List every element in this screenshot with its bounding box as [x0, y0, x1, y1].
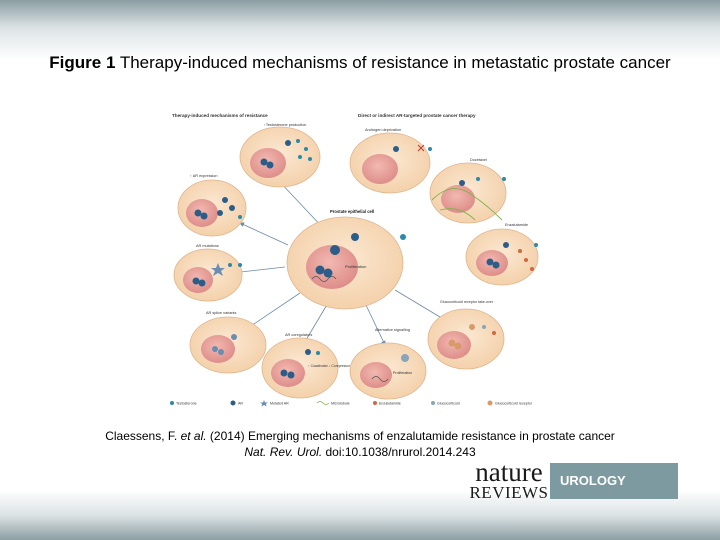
connector-lines: [231, 179, 446, 351]
cell-alternative: Alternative signalling Proliferation: [349, 328, 427, 400]
legend-gr: Glucocorticoid receptor: [495, 402, 533, 406]
caption-line-1: Claessens, F. et al. (2014) Emerging mec…: [60, 428, 660, 444]
cell-testosterone: ↑Testosterone production: [239, 123, 321, 188]
caption-doi: doi:10.1038/nrurol.2014.243: [325, 445, 476, 459]
center-sub: Proliferation: [345, 264, 366, 269]
label-alternative: Alternative signalling: [375, 328, 410, 332]
legend-glucocorticoid: Glucocorticoid: [437, 402, 460, 406]
legend-testosterone: Testosterone: [176, 402, 197, 406]
caption-line-2: Nat. Rev. Urol. doi:10.1038/nrurol.2014.…: [60, 444, 660, 460]
center-cell: Prostate epithelial cell Proliferation: [286, 209, 406, 310]
label-splice: AR splice variants: [206, 311, 236, 315]
cell-coregulators: AR coregulators ↑ Coactivator ↓ Corepres…: [261, 333, 351, 399]
legend-ar: AR: [238, 402, 243, 406]
cell-gr-takeover: Glucocorticoid receptor take-over: [427, 300, 505, 370]
figure-title: Figure 1 Therapy-induced mechanisms of r…: [40, 52, 680, 74]
legend-mutated-ar: Mutated AR: [270, 402, 289, 406]
mutated-ar-icon: [211, 263, 225, 276]
label-coactivator: ↑ Coactivator ↓ Corepressor: [308, 364, 351, 368]
logo-urology-text: UROLOGY: [560, 473, 626, 488]
caption-etal: et al.: [180, 429, 207, 443]
label-ar-mutations: AR mutations: [196, 244, 219, 248]
label-gr: Glucocorticoid receptor take-over: [440, 300, 494, 304]
figure-title-text: Therapy-induced mechanisms of resistance…: [119, 53, 671, 72]
legend-microtubule: Microtubule: [331, 402, 350, 406]
caption-authors: Claessens, F.: [105, 429, 178, 443]
nature-reviews-logo: nature REVIEWS: [464, 457, 554, 502]
figure-label: Figure 1: [49, 53, 116, 72]
ar-icon: [330, 245, 340, 255]
figure-caption: Claessens, F. et al. (2014) Emerging mec…: [60, 428, 660, 460]
cell-androgen-deprivation: Androgen deprivation: [349, 128, 432, 194]
dna-icon: [311, 276, 337, 282]
legend-enzalutamide: Enzalutamide: [379, 402, 401, 406]
caption-title: (2014) Emerging mechanisms of enzalutami…: [209, 429, 615, 443]
label-docetaxel: Docetaxel: [470, 158, 487, 162]
caption-journal: Nat. Rev. Urol.: [244, 445, 323, 459]
label-testosterone: ↑Testosterone production: [264, 123, 306, 127]
legend: Testosterone AR Mutated AR Microtubule E…: [170, 400, 533, 407]
cell-ar-expression: ↑ AR expression: [177, 174, 247, 237]
heading-right: Direct or indirect AR-targeted prostate …: [358, 113, 476, 118]
urology-logo-box: UROLOGY: [550, 463, 678, 499]
label-enzalutamide: Enzalutamide: [505, 223, 528, 227]
cell-splice-variants: AR splice variants: [189, 311, 267, 374]
ar-icon: [351, 233, 359, 241]
label-alt-prolif: Proliferation: [393, 371, 412, 375]
resistance-diagram: Therapy-induced mechanisms of resistance…: [170, 113, 539, 407]
cell-docetaxel: Docetaxel: [429, 158, 507, 224]
logo-reviews-text: REVIEWS: [469, 483, 549, 502]
label-ar-expression: ↑ AR expression: [190, 174, 217, 178]
cell-enzalutamide: Enzalutamide: [465, 223, 539, 286]
label-androgen: Androgen deprivation: [365, 128, 401, 132]
heading-left: Therapy-induced mechanisms of resistance: [172, 113, 268, 118]
logo-nature-text: nature: [475, 457, 543, 487]
label-coregulators: AR coregulators: [285, 333, 312, 337]
center-label: Prostate epithelial cell: [330, 209, 374, 214]
cell-ar-mutations: AR mutations: [173, 244, 243, 302]
testosterone-icon: [400, 234, 406, 240]
microtubule-icon: [431, 188, 503, 221]
